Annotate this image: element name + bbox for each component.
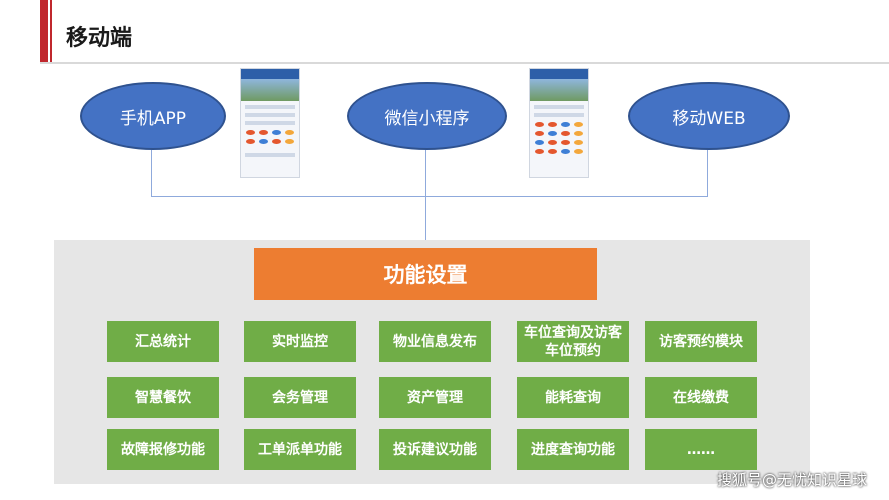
- phone-screenshot-wechat: [529, 68, 589, 178]
- phone-screenshot-app: [240, 68, 300, 178]
- module-item: 访客预约模块: [645, 321, 757, 362]
- module-item: 汇总统计: [107, 321, 219, 362]
- module-item: 车位查询及访客车位预约: [517, 321, 629, 362]
- platform-mobile-web: 移动WEB: [628, 82, 790, 150]
- page-title: 移动端: [66, 26, 133, 51]
- platform-mobile-app: 手机APP: [80, 82, 226, 150]
- module-item: 资产管理: [379, 377, 491, 418]
- module-item: 投诉建议功能: [379, 429, 491, 470]
- module-item: ……: [645, 429, 757, 470]
- module-item: 智慧餐饮: [107, 377, 219, 418]
- module-item: 会务管理: [244, 377, 356, 418]
- module-item: 在线缴费: [645, 377, 757, 418]
- module-item: 能耗查询: [517, 377, 629, 418]
- header-divider: [40, 62, 889, 64]
- watermark: 搜狐号@无忧知识星球: [716, 471, 867, 489]
- connector-horizontal: [151, 196, 708, 197]
- connector-center-down: [425, 146, 426, 241]
- accent-bar: [40, 0, 48, 62]
- module-item: 物业信息发布: [379, 321, 491, 362]
- module-item: 故障报修功能: [107, 429, 219, 470]
- connector-left-down: [151, 146, 152, 196]
- module-item: 工单派单功能: [244, 429, 356, 470]
- module-item: 实时监控: [244, 321, 356, 362]
- accent-bar-thin: [50, 0, 52, 62]
- connector-right-down: [707, 146, 708, 196]
- platform-wechat-miniprogram: 微信小程序: [347, 82, 507, 150]
- module-item: 进度查询功能: [517, 429, 629, 470]
- function-settings-box: 功能设置: [254, 248, 597, 300]
